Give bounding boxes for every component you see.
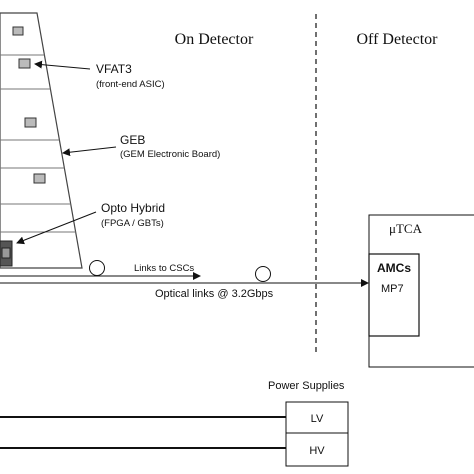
off-detector-heading: Off Detector xyxy=(357,31,439,48)
opto-hybrid-pointer xyxy=(16,211,97,245)
gem-chamber xyxy=(0,12,83,269)
geb-sublabel: (GEM Electronic Board) xyxy=(120,149,220,160)
on-detector-heading: On Detector xyxy=(175,31,254,48)
utca-label: μTCA xyxy=(389,221,423,236)
lv-label: LV xyxy=(311,413,324,425)
hv-supply-box xyxy=(285,432,349,467)
power-supplies-label: Power Supplies xyxy=(268,380,345,392)
opto-hybrid-sublabel: (FPGA / GBTs) xyxy=(101,218,164,229)
lv-supply-box xyxy=(285,401,349,434)
links-to-cscs-label: Links to CSCs xyxy=(134,263,194,274)
geb-label: GEB xyxy=(120,133,145,147)
vfat-chip xyxy=(33,173,46,184)
opto-hybrid-label: Opto Hybrid xyxy=(101,201,165,215)
vfat3-pointer xyxy=(34,60,91,70)
vfat3-sublabel: (front-end ASIC) xyxy=(96,79,165,90)
hv-label: HV xyxy=(309,445,325,457)
vfat3-label: VFAT3 xyxy=(96,62,132,76)
geb-pointer xyxy=(62,146,117,157)
optical-links-label: Optical links @ 3.2Gbps xyxy=(155,288,274,300)
amc-card xyxy=(368,253,420,337)
amc-label: AMCs xyxy=(377,261,411,275)
fiber-loop-icon xyxy=(255,266,271,282)
vfat-chip xyxy=(24,117,37,128)
vfat-chip xyxy=(12,26,24,36)
opto-hybrid-chip xyxy=(1,247,11,259)
vfat-chip xyxy=(18,58,31,69)
amc-sublabel: MP7 xyxy=(381,283,404,295)
fiber-loop-icon xyxy=(89,260,105,276)
